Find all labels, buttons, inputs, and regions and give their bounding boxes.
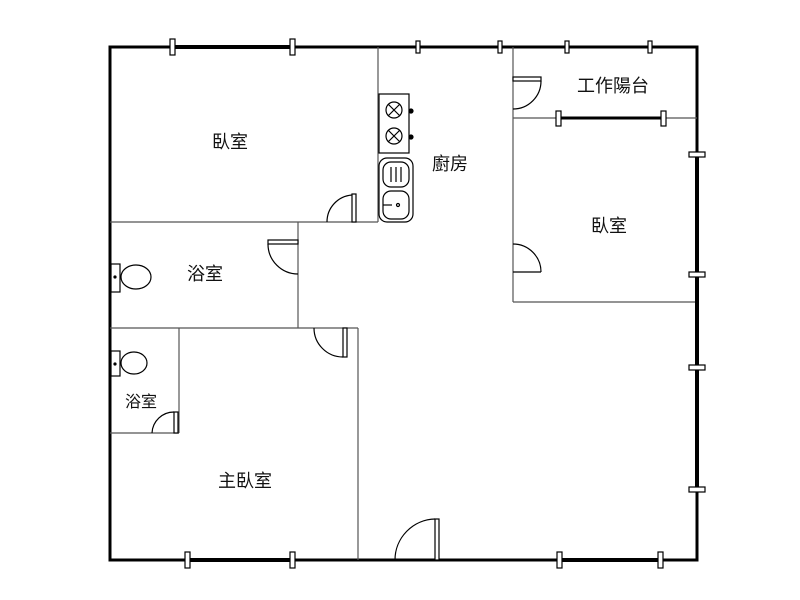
room-label-bedroom-2: 臥室 bbox=[591, 216, 627, 237]
room-label-utility-balcony: 工作陽台 bbox=[577, 76, 649, 97]
toilet-icon bbox=[110, 263, 152, 293]
toilet-icon bbox=[110, 350, 148, 377]
room-label-bathroom-2: 浴室 bbox=[124, 392, 158, 411]
windows bbox=[169, 38, 706, 569]
room-label-bathroom-1: 浴室 bbox=[187, 264, 223, 285]
stove-icon bbox=[378, 93, 414, 154]
room-label-kitchen: 廚房 bbox=[432, 154, 468, 175]
doors bbox=[151, 76, 542, 561]
room-label-master-bedroom: 主臥室 bbox=[218, 471, 272, 492]
room-label-bedroom-1: 臥室 bbox=[212, 132, 248, 153]
sink-icon bbox=[378, 157, 414, 223]
